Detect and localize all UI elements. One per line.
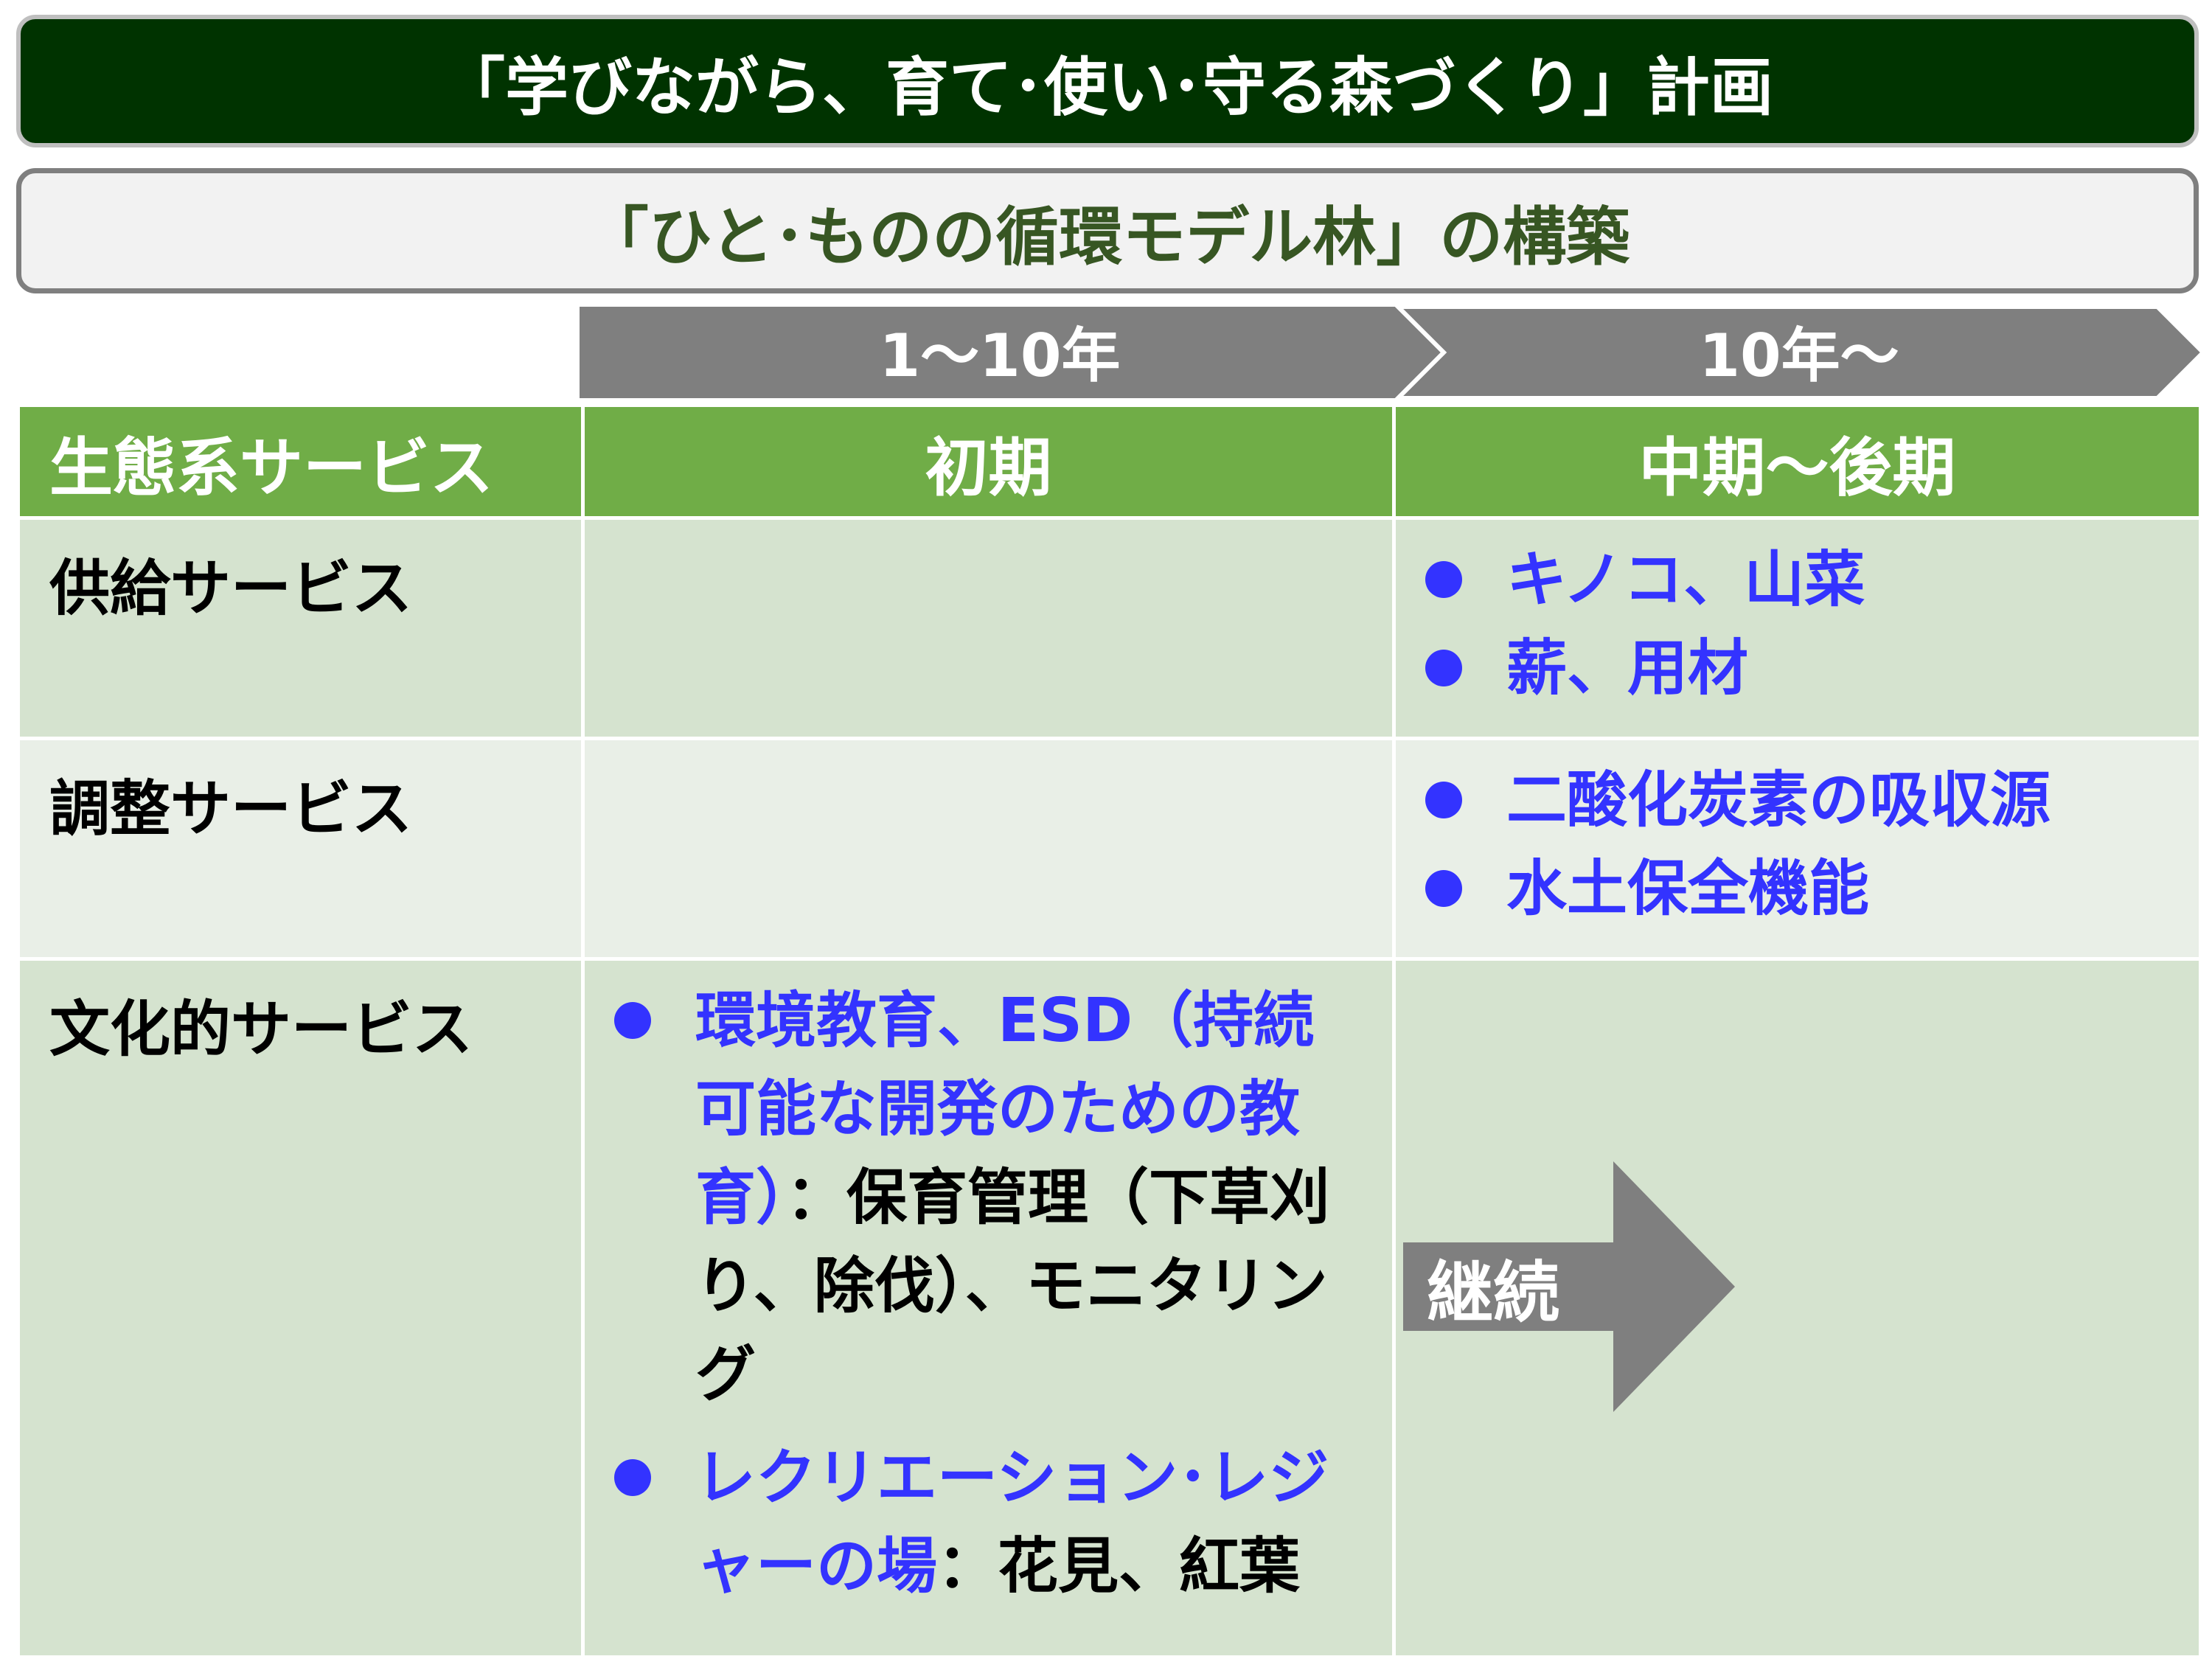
- activity-highlight: 環境教育、ESD（持続可能な開発のための教育）: [695, 986, 1315, 1233]
- list-item: 二酸化炭素の吸収源: [1425, 757, 2199, 845]
- table-row: 供給サービス キノコ、山菜 薪、用材: [16, 516, 2202, 740]
- list-item: 薪、用材: [1425, 625, 2199, 713]
- plan-subtitle: 「ひと･ものの循環モデル林」の構築: [16, 168, 2199, 293]
- phase-arrow-2: [1392, 305, 2207, 400]
- header-later: 中期～後期: [1392, 403, 2202, 520]
- table-header-row: 生態系サービス 初期 中期～後期: [16, 403, 2202, 520]
- phase-label-later: 10年～: [1699, 321, 1899, 390]
- plan-title: 「学びながら、育て･使い･守る森づくり」計画: [16, 15, 2199, 147]
- cell-early-provisioning: [581, 516, 1396, 740]
- list-item: キノコ、山菜: [1425, 536, 2199, 625]
- list-item: レクリエーション･レジャーの場：花見、紅葉: [614, 1434, 1363, 1611]
- table-row: 調整サービス 二酸化炭素の吸収源 水土保全機能: [16, 737, 2202, 961]
- cell-later-provisioning: キノコ、山菜 薪、用材: [1392, 516, 2202, 740]
- row-label-regulating: 調整サービス: [16, 737, 585, 961]
- row-label-cultural: 文化的サービス: [16, 957, 585, 1659]
- row-label-provisioning: 供給サービス: [16, 516, 585, 740]
- list-item: 水土保全機能: [1425, 845, 2199, 933]
- activity-highlight: レクリエーション･レジャーの場: [695, 1443, 1329, 1601]
- activity-detail: 花見、紅葉: [998, 1531, 1301, 1601]
- phase-arrow-1: [580, 307, 1444, 398]
- cell-later-regulating: 二酸化炭素の吸収源 水土保全機能: [1392, 737, 2202, 961]
- activity-detail: 保育管理（下草刈り、除伐）、モニタリング: [695, 1163, 1331, 1410]
- activity-separator: ：: [937, 1531, 998, 1601]
- header-service: 生態系サービス: [16, 403, 585, 520]
- ecosystem-service-table: 生態系サービス 初期 中期～後期 供給サービス キノコ、山菜 薪、用材 調整サー…: [16, 403, 2202, 1659]
- header-early: 初期: [581, 403, 1396, 520]
- cell-early-cultural: 環境教育、ESD（持続可能な開発のための教育）：保育管理（下草刈り、除伐）、モニ…: [581, 957, 1396, 1659]
- phase-label-early: 1～10年: [879, 321, 1121, 390]
- cell-early-regulating: [581, 737, 1396, 961]
- activity-separator: ：: [786, 1163, 847, 1233]
- continue-arrow-icon: [1403, 1161, 1735, 1412]
- phase-arrows: [580, 305, 2207, 400]
- table-row: 文化的サービス 環境教育、ESD（持続可能な開発のための教育）：保育管理（下草刈…: [16, 957, 2202, 1659]
- list-item: 環境教育、ESD（持続可能な開発のための教育）：保育管理（下草刈り、除伐）、モニ…: [614, 977, 1363, 1419]
- continue-label: 継続: [1427, 1254, 1559, 1332]
